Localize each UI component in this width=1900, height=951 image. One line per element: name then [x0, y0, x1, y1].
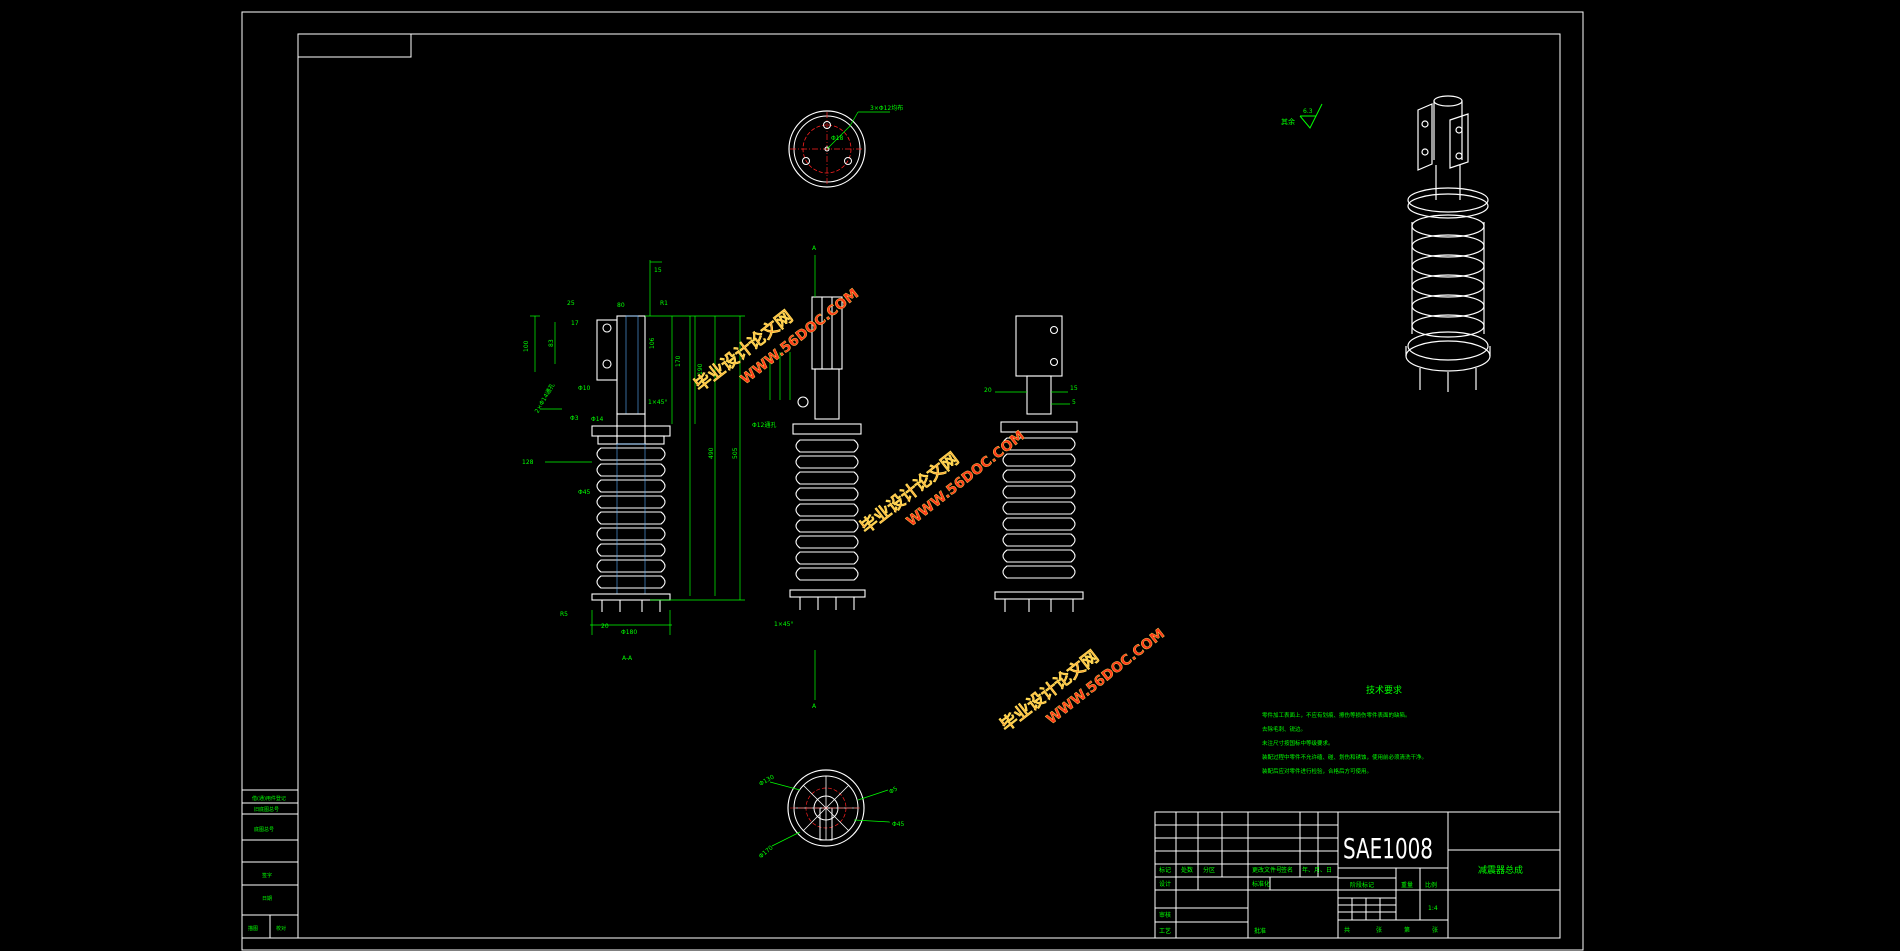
tb-design: 设计 [1159, 880, 1171, 888]
dim-right-15: 15 [1070, 385, 1078, 392]
stamp-row-4: 签字 [262, 872, 272, 879]
tb-sign: 签名 [1281, 866, 1293, 874]
bottom-d2: Φ5 [888, 785, 899, 795]
dim-right-20: 20 [984, 387, 992, 394]
tech-line-4: 装配过程中零件不允许磕、碰、划伤和锈蚀，使用前必须清洗干净。 [1262, 753, 1427, 761]
tech-requirements: 技术要求 零件加工表面上，不应有划痕、擦伤等损伤零件表面的缺陷。 去除毛刺、锐边… [1262, 684, 1427, 775]
top-view: 3×Φ12均布 Φ18 [788, 104, 903, 188]
tb-ratio: 比例 [1425, 881, 1437, 889]
dim-17: 17 [571, 320, 579, 327]
dim-phi45: Φ45 [578, 489, 591, 496]
top-view-center-dia: Φ18 [831, 135, 844, 142]
tb-scale-value: 1:4 [1428, 905, 1438, 912]
dim-25: 25 [567, 300, 575, 307]
dim-phi180: Φ180 [621, 629, 637, 636]
arrow-a-top: A [812, 245, 817, 252]
left-spring [596, 447, 666, 589]
dim-490: 490 [708, 447, 715, 459]
dim-phi12: Φ12通孔 [752, 421, 776, 429]
isometric-view [1405, 95, 1491, 392]
stamp-row-2: 旧底图总号 [254, 806, 279, 813]
dim-2xphi14: 2×Φ14通孔 [533, 382, 557, 415]
tech-line-2: 去除毛刺、锐边。 [1262, 725, 1306, 733]
title-block-text: 标记 处数 分区 更改文件号 签名 年、月、日 设计 标准化 阶段标记 重量 比… [1159, 866, 1438, 935]
stamp-bottom-2: 校对 [276, 925, 286, 932]
dim-20: 20 [601, 623, 609, 630]
dim-128: 128 [522, 459, 534, 466]
arrow-a-bottom: A [812, 703, 817, 710]
dim-170: 170 [675, 355, 682, 367]
section-label: A-A [622, 655, 633, 662]
tb-weight: 重量 [1401, 881, 1413, 889]
tb-zone: 分区 [1203, 866, 1215, 874]
dim-r3: Φ3 [570, 415, 579, 422]
right-view [994, 315, 1084, 612]
tb-change-no: 更改文件号 [1252, 866, 1282, 874]
bottom-view: Φ130 Φ5 Φ45 Φ170 [758, 769, 905, 860]
tb-sheet: 张 [1376, 926, 1382, 934]
dim-106: 106 [649, 337, 656, 349]
bottom-d4: Φ170 [758, 844, 775, 860]
roughness-label: 其余 [1281, 117, 1295, 126]
bottom-d3: Φ45 [892, 821, 905, 828]
dim-15: 15 [654, 267, 662, 274]
tech-title: 技术要求 [1366, 684, 1402, 696]
tb-process: 工艺 [1159, 927, 1171, 935]
dim-505: 505 [732, 447, 739, 459]
dim-r1: R1 [660, 300, 668, 307]
tech-line-1: 零件加工表面上，不应有划痕、擦伤等损伤零件表面的缺陷。 [1262, 711, 1411, 719]
dim-100: 100 [523, 340, 530, 352]
dim-phi10: Φ10 [578, 385, 591, 392]
bottom-d1: Φ130 [758, 773, 776, 787]
tb-total: 共 [1344, 926, 1350, 934]
top-view-note: 3×Φ12均布 [870, 104, 903, 112]
middle-view-dims [769, 255, 816, 700]
watermarks: 毕业设计论文网 WWW.56DOC.COM 毕业设计论文网 WWW.56DOC.… [690, 286, 1168, 736]
tech-line-5: 装配后应对零件进行检验，合格后方可使用。 [1262, 767, 1372, 775]
section-left-dim-text: 25 80 R1 15 17 100 83 106 170 190 490 50… [522, 267, 739, 662]
dim-190: 190 [697, 363, 704, 375]
tb-no: 第 [1404, 926, 1410, 934]
dim-83: 83 [548, 339, 555, 347]
tb-stage: 阶段标记 [1350, 881, 1374, 889]
tech-line-3: 未注尺寸按国标中等级要求。 [1262, 739, 1334, 747]
right-view-dim-text: 20 15 5 [984, 385, 1078, 406]
roughness-value: 6.3 [1303, 108, 1313, 115]
left-stamp-labels: 借(通)用件登记 旧底图总号 底图总号 签字 日期 描图 校对 [248, 795, 286, 932]
dim-phi14: Φ14 [591, 416, 604, 423]
section-view-left [591, 315, 671, 612]
middle-view-dim-text: A A 1×45° Φ12通孔 [752, 245, 817, 710]
title-block [1154, 811, 1561, 939]
tb-approve: 批准 [1254, 927, 1266, 935]
right-view-dims [995, 391, 1070, 405]
stamp-row-3: 底图总号 [254, 826, 274, 833]
material-text: SAE1008 [1343, 832, 1433, 865]
drawing-frame [241, 11, 1584, 951]
tb-date: 年、月、日 [1302, 866, 1332, 874]
stamp-row-5: 日期 [262, 896, 272, 902]
roughness-symbol: 其余 6.3 [1281, 103, 1323, 129]
part-name-text: 减震器总成 [1478, 864, 1523, 876]
tb-mark: 标记 [1159, 866, 1171, 874]
left-stamp-table [241, 789, 299, 939]
tb-sheet2: 张 [1432, 926, 1438, 934]
stamp-bottom-1: 描图 [248, 925, 258, 932]
section-left-dims [530, 260, 745, 635]
dim-mid-1x45: 1×45° [774, 621, 793, 628]
dim-r5: R5 [560, 611, 568, 618]
dim-right-5: 5 [1072, 399, 1076, 406]
dim-1x45: 1×45° [648, 399, 667, 406]
middle-view [789, 296, 866, 610]
dim-80: 80 [617, 302, 625, 309]
tb-review: 审核 [1159, 911, 1171, 919]
tb-standard: 标准化 [1252, 880, 1270, 888]
stamp-row-1: 借(通)用件登记 [252, 795, 286, 802]
tb-count: 处数 [1181, 866, 1193, 874]
